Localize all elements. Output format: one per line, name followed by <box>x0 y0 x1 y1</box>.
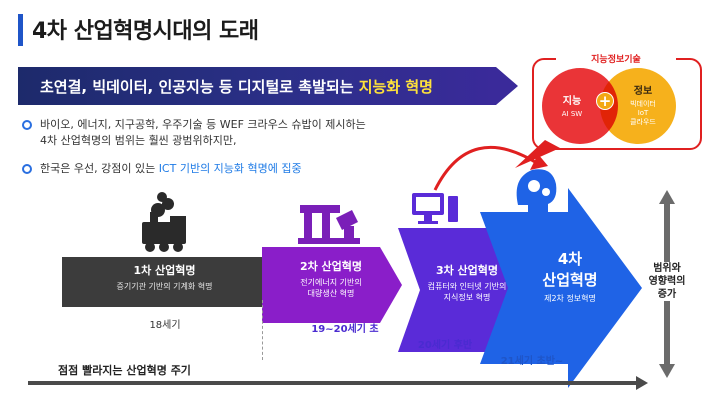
increase-line3: 증가 <box>657 289 677 300</box>
banner-text: 초연결, 빅데이터, 인공지능 등 디지털로 촉발되는 지능화 혁명 <box>40 76 433 97</box>
stage4-title-2: 산업혁명 <box>542 271 598 289</box>
increase-up-arrowhead <box>659 190 675 204</box>
stage2-label: 2차 산업혁명 전기에너지 기반의 대량생산 혁명 <box>266 258 396 299</box>
cycle-label: 점점 빨라지는 산업혁명 주기 <box>58 364 191 377</box>
stage1-label: 1차 산업혁명 증기기관 기반의 기계화 혁명 <box>62 262 267 292</box>
stage3-title: 3차 산업혁명 <box>435 264 499 277</box>
cycle-arrow-bar <box>28 381 642 385</box>
stage4-era: 21세기 초반~ <box>500 356 564 367</box>
divider <box>262 300 263 360</box>
stage3-label: 3차 산업혁명 컴퓨터와 인터넷 기반의 지식정보 혁명 <box>412 262 522 303</box>
stage2-title: 2차 산업혁명 <box>299 260 363 273</box>
intelligence-label: 지능 AI SW <box>548 92 596 118</box>
red-arrowhead-icon <box>530 154 548 170</box>
stage3-era: 20세기 후반 <box>417 340 473 351</box>
stage2-era: 19~20세기 초 <box>311 324 379 335</box>
computer-icon <box>412 193 458 224</box>
stage4-desc: 제2차 정보혁명 <box>544 294 596 303</box>
increase-down-arrowhead <box>659 364 675 378</box>
information-sub-2: IoT <box>637 109 649 117</box>
title-accent-bar <box>18 14 23 46</box>
increase-line2: 영향력의 <box>648 276 686 287</box>
information-label: 정보 빅데이터 IoT 클라우드 <box>614 82 672 127</box>
increase-line1: 범위와 <box>653 263 681 274</box>
information-circle <box>600 68 676 144</box>
stage1-era: 18세기 <box>149 320 181 331</box>
headline-banner: 초연결, 빅데이터, 인공지능 등 디지털로 촉발되는 지능화 혁명 <box>18 67 518 105</box>
information-head: 정보 <box>633 86 653 97</box>
banner-text-prefix: 초연결, 빅데이터, 인공지능 등 디지털로 촉발되는 <box>40 78 359 96</box>
stage4-title-1: 4차 <box>557 250 583 268</box>
bullet-icon <box>22 120 32 130</box>
stage1-desc: 증기기관 기반의 기계화 혁명 <box>116 282 213 291</box>
brain-gear-icon <box>516 169 557 214</box>
cycle-arrowhead <box>636 376 648 390</box>
stage1-band <box>62 257 267 307</box>
red-arrow-icon <box>433 145 541 191</box>
factory-icon <box>298 205 360 244</box>
stage4-arrow <box>480 188 642 388</box>
bullet-icon <box>22 164 32 174</box>
intelligence-head: 지능 <box>562 96 582 107</box>
venn-title: 지능정보기술 <box>556 52 676 65</box>
plus-icon: + <box>596 92 614 110</box>
bullet-2-highlight: ICT 기반의 지능화 혁명에 집중 <box>158 162 302 175</box>
banner-text-highlight: 지능화 혁명 <box>358 78 433 96</box>
bullet-1-line1: 바이오, 에너지, 지구공학, 우주기술 등 WEF 크라우스 슈밥이 제시하는 <box>40 118 366 131</box>
information-sub-1: 빅데이터 <box>630 100 656 108</box>
information-sub-3: 클라우드 <box>630 118 656 126</box>
stage2-desc1: 전기에너지 기반의 <box>300 278 362 287</box>
bullet-2-prefix: 한국은 우선, 강점이 있는 <box>40 162 159 175</box>
stage2-arrow <box>262 247 402 323</box>
page-title: 4차 산업혁명시대의 도래 <box>32 19 259 44</box>
venn-callout-icon <box>515 140 560 168</box>
stage2-desc2: 대량생산 혁명 <box>307 289 355 298</box>
bullet-item-1: 바이오, 에너지, 지구공학, 우주기술 등 WEF 크라우스 슈밥이 제시하는… <box>22 117 366 149</box>
stage3-desc2: 지식정보 혁명 <box>443 293 491 302</box>
bullet-1-line2: 4차 산업혁명의 범위는 훨씬 광범위하지만, <box>40 134 237 147</box>
stage1-title: 1차 산업혁명 <box>133 264 196 277</box>
stage3-desc1: 컴퓨터와 인터넷 기반의 <box>427 282 507 291</box>
bullet-item-2: 한국은 우선, 강점이 있는 ICT 기반의 지능화 혁명에 집중 <box>22 161 302 177</box>
intelligence-sub: AI SW <box>561 110 583 118</box>
stage4-label: 4차 산업혁명 제2차 정보혁명 <box>520 248 620 304</box>
steam-train-icon <box>142 192 186 252</box>
increase-label: 범위와 영향력의 증가 <box>642 262 692 301</box>
